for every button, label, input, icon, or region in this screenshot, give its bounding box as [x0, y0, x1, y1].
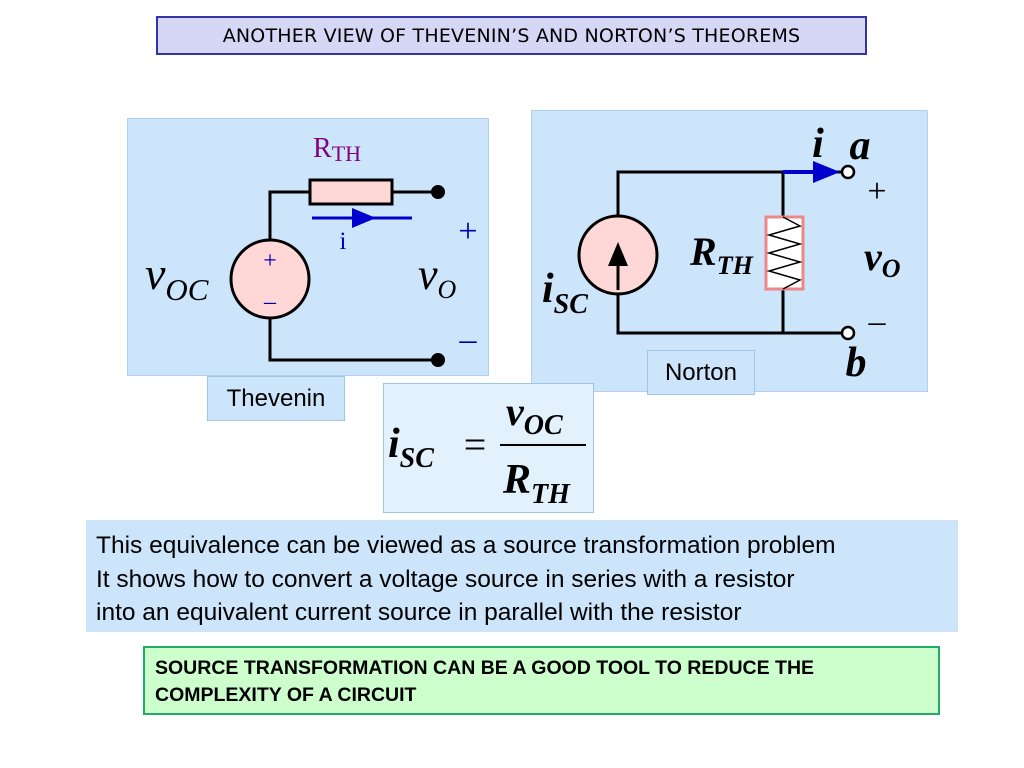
norton-rth-sub: TH [717, 251, 754, 280]
current-source-arrowhead [608, 242, 628, 266]
terminal-a-circle [840, 164, 856, 180]
norton-wire-top [616, 170, 841, 216]
formula-den-sub: TH [531, 479, 571, 510]
voltage-source-circle [229, 238, 311, 320]
voc-main: v [145, 248, 166, 299]
thevenin-resistor [308, 178, 394, 206]
thevenin-circuit: + – i RTH vOC vO + – [145, 133, 478, 367]
vo-sub: O [438, 275, 457, 304]
rth-sub: TH [332, 141, 361, 166]
norton-wire-bottom [616, 294, 841, 335]
voc-label: vOC [145, 248, 209, 307]
norton-resistor [764, 215, 805, 291]
terminal-bottom-dot [431, 353, 445, 367]
isc-main: i [542, 266, 554, 312]
norton-vo-label: vO [864, 234, 901, 283]
formula-denominator: RTH [502, 457, 571, 510]
norton-output-minus: – [868, 303, 887, 340]
thevenin-wire-top [268, 190, 438, 240]
formula: iSC = vOC RTH [388, 389, 586, 510]
formula-numerator: vOC [506, 389, 563, 441]
formula-box [383, 383, 594, 513]
source-minus-sign: – [263, 289, 277, 315]
thevenin-resistor-label: RTH [313, 133, 361, 166]
description-box: This equivalence can be viewed as a sour… [86, 520, 958, 632]
norton-output-plus: + [867, 173, 886, 210]
thevenin-wire-bottom [268, 318, 438, 362]
voc-sub: OC [165, 272, 208, 307]
norton-label: Norton [647, 350, 755, 395]
formula-num-main: v [506, 389, 525, 434]
formula-lhs-sub: SC [400, 443, 435, 474]
thevenin-output-plus: + [458, 213, 477, 250]
norton-current-label: i [812, 121, 824, 167]
norton-resistor-zigzag [766, 216, 803, 290]
norton-vo-sub: O [882, 254, 901, 283]
terminal-top-dot [431, 185, 445, 199]
formula-lhs-main: i [388, 421, 400, 467]
rth-main: R [313, 133, 332, 164]
norton-circuit: i a b + – RTH iSC vO [542, 121, 901, 386]
thevenin-output-minus: – [459, 321, 478, 358]
formula-equals: = [464, 422, 487, 467]
terminal-b-circle [840, 325, 856, 341]
terminal-a-label: a [850, 123, 871, 169]
thevenin-label: Thevenin [207, 376, 345, 421]
source-plus-sign: + [263, 248, 277, 274]
terminal-b-label: b [846, 340, 867, 386]
formula-den-main: R [502, 457, 531, 503]
norton-current-arrowhead [813, 161, 840, 183]
thevenin-current-arrowhead [352, 208, 376, 228]
norton-rth-main: R [689, 229, 717, 274]
thevenin-vo-label: vO [418, 250, 457, 304]
thevenin-current-label: i [340, 228, 347, 255]
slide-title: ANOTHER VIEW OF THEVENIN’S AND NORTON’S … [156, 16, 867, 55]
norton-vo-main: v [864, 234, 883, 279]
description-line: into an equivalent current source in par… [96, 599, 742, 626]
thevenin-panel [127, 118, 489, 376]
formula-num-sub: OC [524, 410, 563, 441]
description-line: This equivalence can be viewed as a sour… [96, 532, 836, 559]
isc-label: iSC [542, 266, 588, 320]
norton-resistor-label: RTH [689, 229, 754, 280]
isc-sub: SC [554, 289, 589, 320]
conclusion-box: SOURCE TRANSFORMATION CAN BE A GOOD TOOL… [143, 646, 940, 715]
vo-main: v [418, 250, 438, 299]
description-line: It shows how to convert a voltage source… [96, 565, 795, 593]
formula-lhs: iSC [388, 421, 434, 474]
